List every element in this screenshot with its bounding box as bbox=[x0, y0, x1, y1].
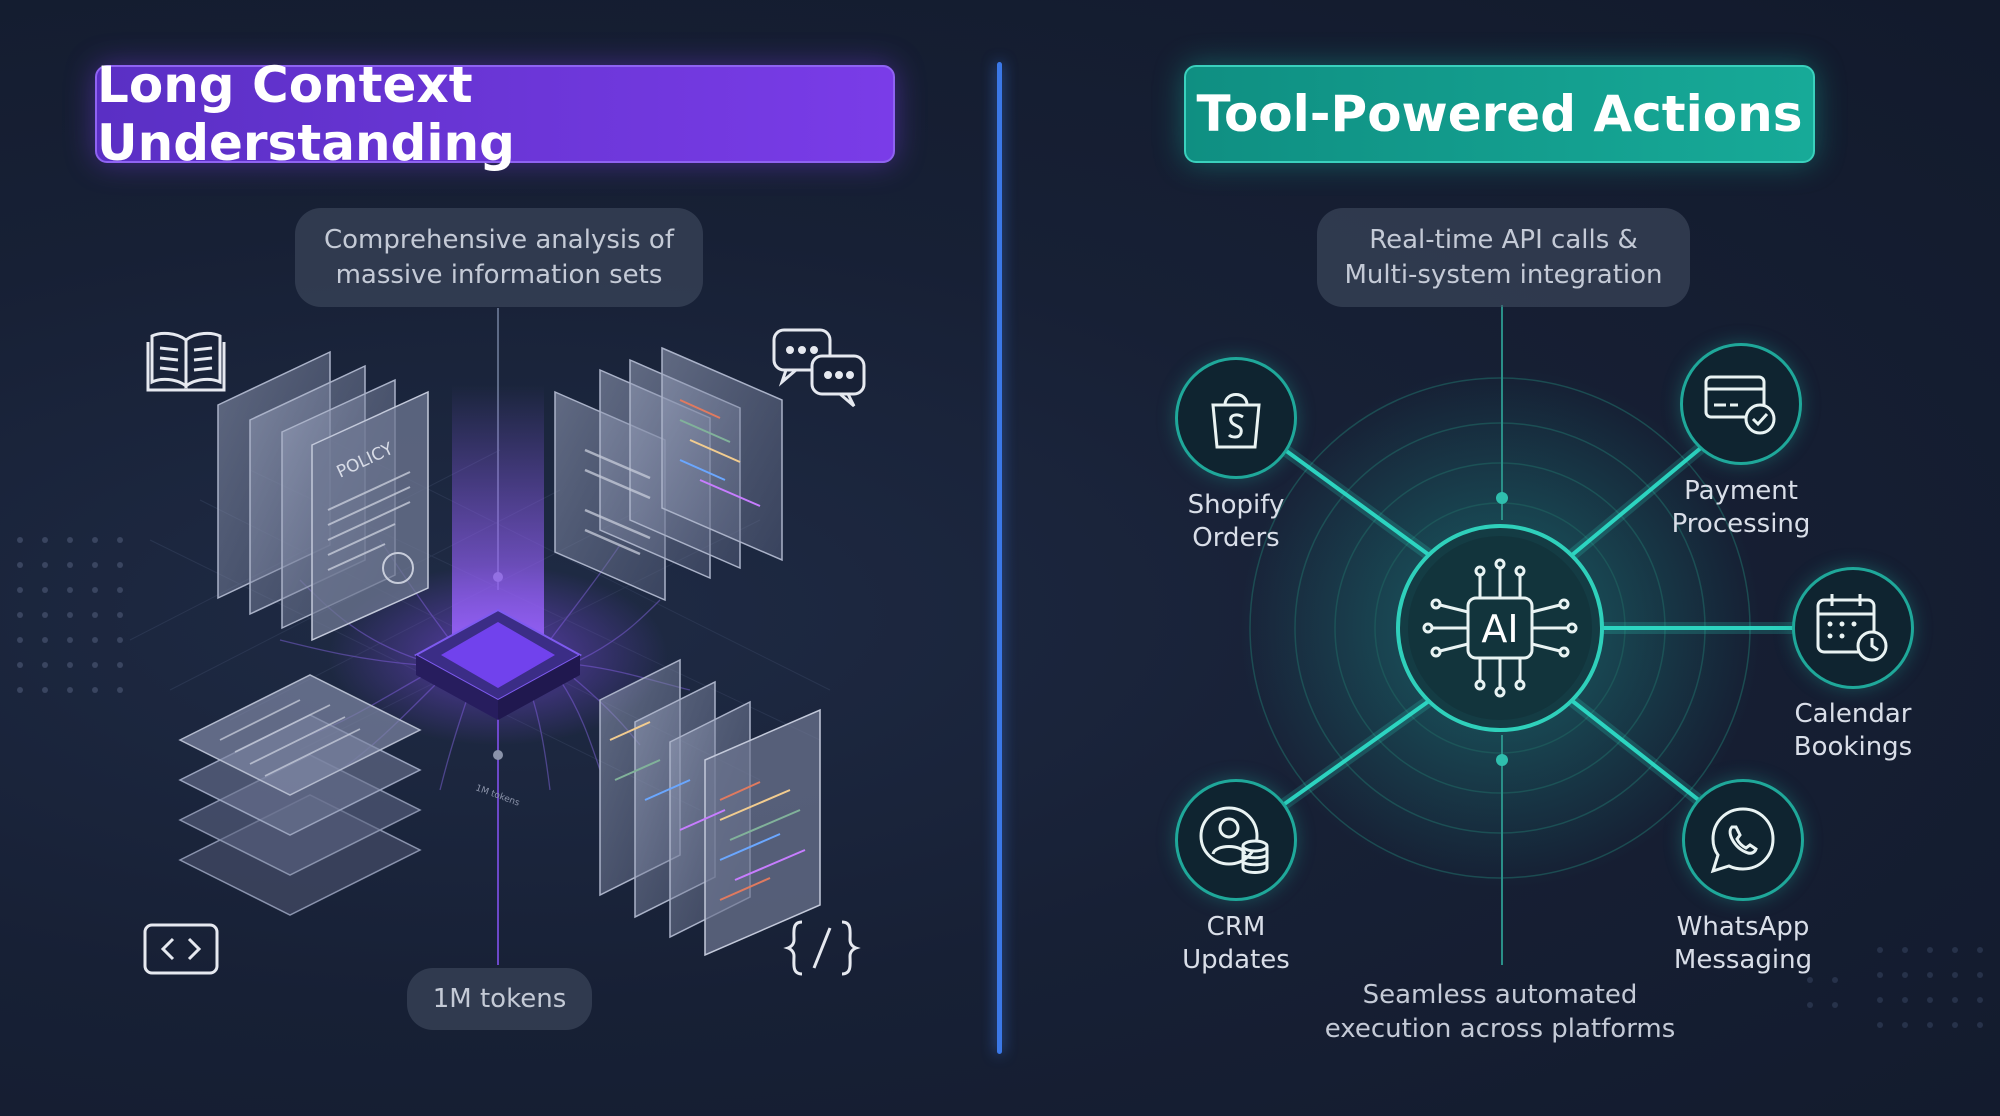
calendar-node[interactable] bbox=[1792, 567, 1914, 689]
left-top-pill: Comprehensive analysis of massive inform… bbox=[295, 208, 703, 307]
chat-bubbles-icon bbox=[772, 328, 866, 408]
code-sheets-stack bbox=[599, 658, 821, 957]
connection-spokes bbox=[1281, 445, 1795, 807]
payment-label: Payment Processing bbox=[1671, 476, 1811, 539]
ai-label: AI bbox=[1481, 607, 1518, 651]
whatsapp-label: WhatsApp Messaging bbox=[1673, 912, 1813, 975]
ai-core: AI bbox=[1396, 524, 1604, 732]
tokens-pill: 1M tokens bbox=[407, 968, 592, 1030]
tool-actions-title: Tool-Powered Actions bbox=[1184, 65, 1815, 163]
curly-braces-icon bbox=[783, 920, 861, 976]
execution-caption: Seamless automated execution across plat… bbox=[1324, 980, 1676, 1044]
calendar-clock-icon bbox=[1816, 594, 1888, 662]
shopify-bag-icon bbox=[1211, 393, 1261, 449]
long-context-title: Long Context Understanding bbox=[95, 56, 895, 172]
code-brackets-icon bbox=[143, 923, 219, 975]
payment-node[interactable] bbox=[1680, 343, 1802, 465]
whatsapp-node[interactable] bbox=[1682, 779, 1804, 901]
crm-label: CRM Updates bbox=[1182, 912, 1290, 975]
processor-chip bbox=[413, 608, 583, 720]
tool-actions-illustration: AI bbox=[1240, 305, 1983, 1028]
right-top-pill: Real-time API calls & Multi-system integ… bbox=[1317, 208, 1690, 307]
shopify-label: Shopify Orders bbox=[1187, 490, 1285, 553]
chat-document-stack bbox=[554, 346, 783, 602]
user-database-icon bbox=[1199, 806, 1269, 874]
crm-node[interactable] bbox=[1175, 779, 1297, 901]
policy-document-stack: POLICY bbox=[217, 350, 429, 642]
dot-grid bbox=[17, 537, 123, 693]
shopify-node[interactable] bbox=[1175, 357, 1297, 479]
open-book-icon bbox=[146, 331, 226, 392]
long-context-illustration: POLICY bbox=[17, 308, 866, 976]
layered-pages-stack bbox=[178, 674, 422, 916]
calendar-label: Calendar Bookings bbox=[1793, 699, 1913, 762]
center-divider bbox=[997, 62, 1002, 1054]
credit-card-check-icon bbox=[1704, 375, 1776, 435]
whatsapp-icon bbox=[1710, 807, 1775, 874]
